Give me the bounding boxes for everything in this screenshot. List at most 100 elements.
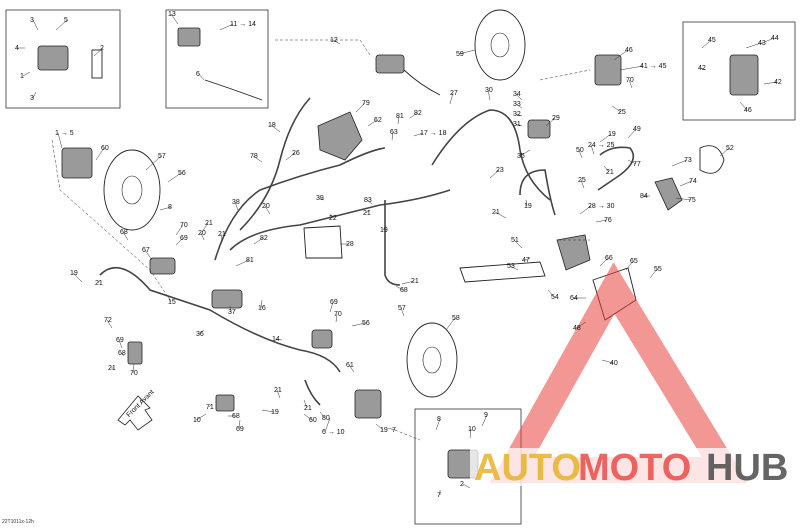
- front-right-caliper: [594, 54, 622, 86]
- callout-leader-line: [719, 147, 730, 157]
- callout-label: 19: [380, 427, 388, 434]
- callout-label: 65: [630, 258, 638, 265]
- callout-label: 12: [330, 37, 338, 44]
- callout-label: 37: [228, 309, 236, 316]
- handlebar-master-cylinder: [375, 54, 441, 96]
- callout-label: 3: [30, 95, 34, 102]
- callout-leader-line: [580, 179, 585, 189]
- callout-label: 75: [688, 197, 696, 204]
- callout-leader-line: [509, 265, 519, 271]
- callout-label: 56: [362, 320, 370, 327]
- callout-leader-line: [601, 359, 614, 364]
- callout-leader-line: [122, 231, 129, 241]
- callout-label: 76: [604, 217, 612, 224]
- callout-leader-line: [579, 205, 592, 215]
- callout-label: 25: [618, 109, 626, 116]
- callout-label: 49: [633, 126, 641, 133]
- rear-master-cylinder: [556, 234, 591, 271]
- callout-label: 60: [101, 145, 109, 152]
- callout-leader-line: [365, 209, 371, 214]
- callout-leader-line: [93, 47, 104, 57]
- callout-leader-line: [285, 152, 296, 161]
- callout-label: 10: [193, 417, 201, 424]
- brake-line-rear: [304, 379, 321, 406]
- callout-leader-line: [599, 133, 612, 143]
- callout-leader-line: [208, 403, 213, 408]
- callout-label: 68: [120, 229, 128, 236]
- callout-label: 42: [774, 79, 782, 86]
- callout-leader-line: [524, 257, 531, 261]
- callout-label: 21: [108, 365, 116, 372]
- callout-label: 32: [513, 111, 521, 118]
- brake-line-from-master: [239, 97, 311, 231]
- dashed-ref-front-left: [51, 139, 171, 301]
- callout-label: 31: [513, 121, 521, 128]
- callout-label: 54: [551, 294, 559, 301]
- callout-leader-line: [701, 39, 712, 49]
- callout-label: 64: [570, 295, 578, 302]
- callout-leader-line: [235, 259, 250, 267]
- rear-caliper: [354, 389, 382, 419]
- callout-leader-line: [238, 419, 241, 430]
- watermark-logo: AUTO MOTO HUB: [470, 262, 800, 489]
- callout-label: 21: [606, 169, 614, 176]
- callout-leader-line: [445, 317, 456, 331]
- callout-label: 69: [180, 235, 188, 242]
- callout-label: 20: [198, 230, 206, 237]
- callout-leader-line: [200, 232, 205, 241]
- brake-line-23: [384, 200, 401, 286]
- callout-label: 81: [396, 113, 404, 120]
- callout-label: 35: [517, 153, 525, 160]
- callout-leader-line: [613, 49, 629, 61]
- brake-line-40: [519, 169, 556, 216]
- callout-label: 8: [168, 204, 172, 211]
- brake-pedal: [459, 261, 546, 283]
- inset-box-rear-caliper-detail: [682, 21, 796, 121]
- callout-leader-line: [318, 197, 325, 201]
- callout-label: 40: [610, 360, 618, 367]
- callout-leader-line: [253, 237, 264, 245]
- callout-label: 47: [522, 257, 530, 264]
- callout-label: 62: [374, 117, 382, 124]
- callout-label: 63: [390, 129, 398, 136]
- callout-leader-line: [449, 92, 454, 105]
- callout-leader-line: [400, 307, 405, 317]
- callout-leader-line: [375, 423, 384, 431]
- callout-label: 56: [178, 170, 186, 177]
- callout-label: 21: [218, 231, 226, 238]
- callout-leader-line: [32, 19, 39, 31]
- callout-leader-line: [487, 89, 491, 101]
- callout-leader-line: [195, 413, 207, 421]
- callout-leader-line: [649, 268, 658, 279]
- sensor-bracket-67: [149, 257, 176, 275]
- callout-label: 39: [316, 195, 324, 202]
- callout-label: 17 → 18: [420, 130, 447, 137]
- callout-label: 14: [272, 336, 280, 343]
- callout-label: 41 → 45: [640, 63, 667, 70]
- front-direction-arrow: Front Avant: [117, 389, 156, 431]
- callout-leader-line: [159, 206, 172, 211]
- callout-leader-line: [22, 71, 31, 77]
- callout-label: 74: [689, 178, 697, 185]
- callout-leader-line: [229, 305, 232, 313]
- callout-leader-line: [234, 201, 239, 211]
- callout-label: 67: [142, 247, 150, 254]
- callout-label: 44: [771, 35, 779, 42]
- callout-label: 50: [576, 147, 584, 154]
- callout-label: 72: [104, 317, 112, 324]
- callout-label: 48: [573, 325, 581, 332]
- callout-leader-line: [324, 417, 331, 433]
- callout-label: 53: [507, 263, 515, 270]
- callout-label: 3: [30, 17, 34, 24]
- callout-leader-line: [220, 233, 223, 243]
- callout-leader-line: [276, 389, 281, 399]
- abs-module-bracket: [317, 111, 363, 161]
- brake-line-middle: [229, 189, 451, 251]
- callout-leader-line: [95, 147, 105, 161]
- callout-leader-line: [759, 37, 775, 45]
- callout-leader-line: [260, 299, 263, 309]
- callout-leader-line: [515, 113, 523, 117]
- callout-label: 21: [304, 405, 312, 412]
